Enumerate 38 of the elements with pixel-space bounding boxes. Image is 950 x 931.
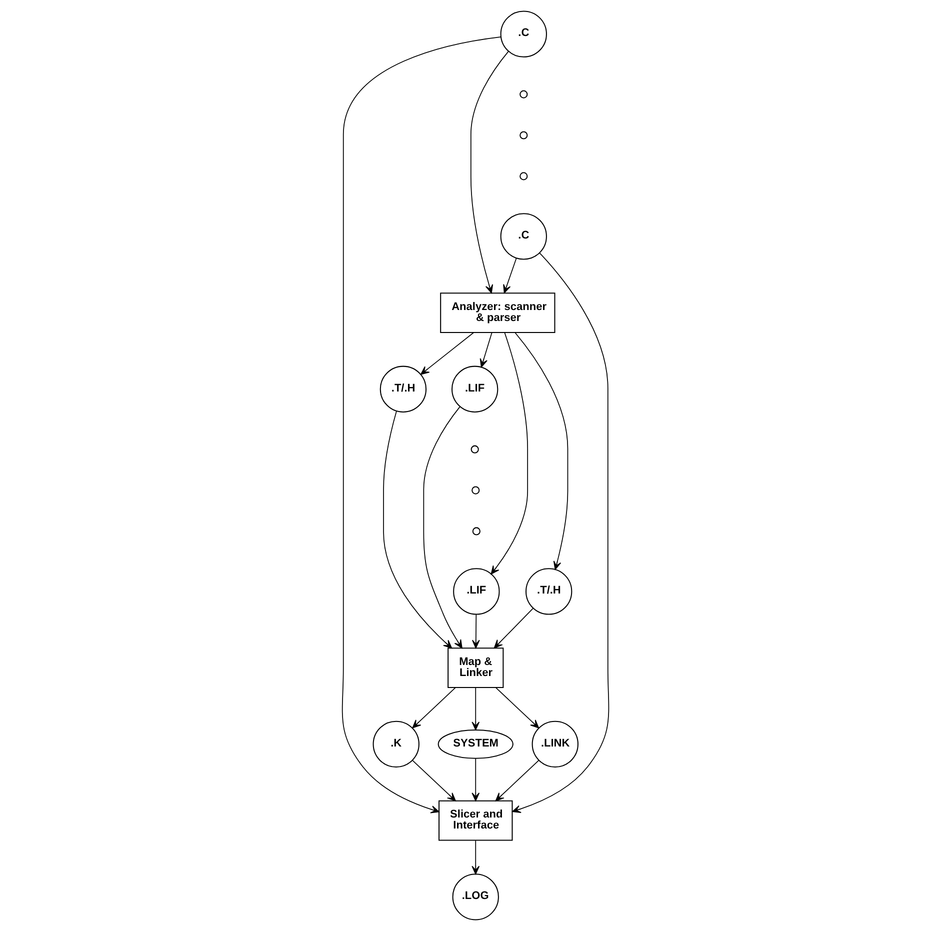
node-circle: .K — [372, 720, 419, 768]
arrow — [479, 332, 492, 368]
arrow — [420, 332, 474, 375]
node-circle: .T/.H — [379, 366, 426, 412]
arrow — [502, 258, 516, 294]
arrow — [493, 608, 533, 648]
node-circle: .LINK — [531, 720, 578, 768]
node-ellipse: SYSTEM — [437, 730, 513, 759]
node-circle — [519, 90, 528, 98]
arrow — [490, 332, 528, 574]
node-box: Analyzer: scanner & parser — [440, 292, 555, 333]
node-circle — [472, 527, 480, 536]
node-box: Slicer and Interface — [438, 800, 512, 841]
node-circle: .LIF — [452, 568, 500, 615]
node-circle: .T/.H — [525, 568, 572, 615]
node-circle: .LOG — [452, 874, 498, 920]
node-circle: .LIF — [451, 366, 498, 412]
node-box: Map & Linker — [447, 648, 504, 688]
arrow — [494, 760, 539, 802]
arrow — [412, 760, 456, 802]
arrow — [471, 758, 480, 802]
arrow — [512, 252, 609, 813]
node-circle: .C — [500, 213, 546, 260]
arrow — [412, 687, 456, 728]
arrow — [471, 840, 480, 874]
arrow — [514, 332, 568, 570]
arrow — [470, 51, 508, 294]
arrow — [471, 687, 480, 730]
node-circle: .C — [500, 10, 546, 58]
arrow — [422, 406, 462, 648]
arrow — [341, 36, 501, 814]
node-circle — [471, 486, 480, 494]
node-circle — [470, 445, 478, 454]
arrow — [494, 687, 539, 728]
arrow — [382, 410, 452, 649]
node-circle — [519, 131, 528, 140]
arrow — [471, 614, 480, 648]
node-circle — [519, 172, 528, 180]
